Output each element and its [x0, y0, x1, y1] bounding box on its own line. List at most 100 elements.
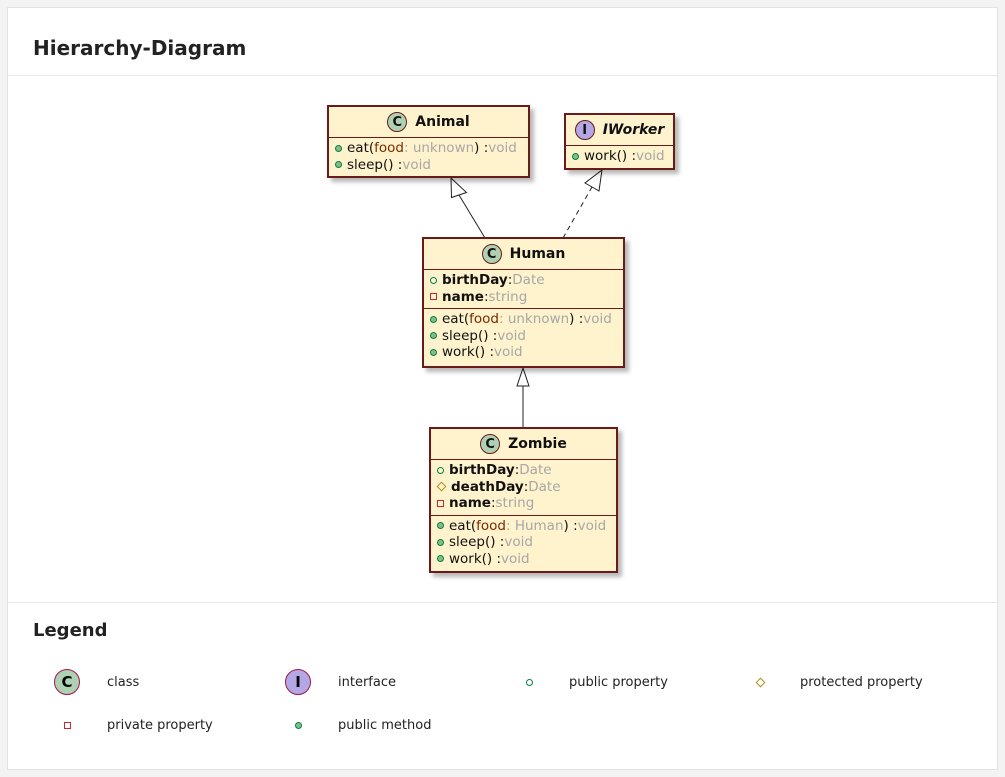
- method-row: eat(food: unknown) : void: [430, 311, 617, 328]
- legend-symbol: [745, 667, 775, 697]
- method-name: sleep() :: [442, 327, 498, 344]
- legend-symbol: I: [283, 667, 313, 697]
- method-name: sleep() :: [449, 534, 505, 551]
- property-type: string: [495, 495, 535, 512]
- param-type: : unknown: [498, 311, 570, 328]
- return-type: void: [583, 311, 612, 328]
- property-type: Date: [528, 478, 561, 495]
- legend-symbol: [283, 710, 313, 740]
- return-type: void: [402, 156, 431, 173]
- public-property-icon: [525, 678, 533, 686]
- method-close: ) :: [563, 517, 578, 534]
- class-name: Human: [509, 246, 566, 262]
- public-method-icon: [335, 144, 342, 152]
- property-type: string: [488, 288, 528, 305]
- public-property-icon: [430, 276, 437, 284]
- property-row: birthDay : Date: [430, 272, 617, 289]
- property-row: name : string: [430, 289, 617, 306]
- method-row: eat(food: unknown) : void: [335, 140, 522, 157]
- method-name: eat(: [347, 140, 375, 157]
- return-type: void: [497, 327, 526, 344]
- public-method-icon: [335, 161, 342, 169]
- legend-item-class: C class: [52, 667, 139, 697]
- protected-property-icon: [755, 677, 765, 687]
- class-badge-icon: C: [387, 112, 408, 132]
- properties-section: birthDay : Date name : string: [424, 270, 623, 308]
- method-name: work() :: [584, 148, 637, 165]
- legend-label: class: [107, 674, 140, 690]
- class-human-header: C Human: [424, 239, 623, 270]
- public-method-icon: [430, 348, 437, 356]
- method-row: sleep() : void: [437, 534, 610, 551]
- legend-item-public-property: public property: [514, 667, 668, 697]
- public-method-icon: [437, 555, 444, 563]
- property-name: birthDay: [442, 272, 508, 289]
- method-name: sleep() :: [347, 156, 403, 173]
- property-name: name: [442, 288, 484, 305]
- class-animal-header: C Animal: [329, 107, 528, 138]
- param-type: : unknown: [403, 140, 475, 157]
- private-property-icon: [63, 721, 71, 729]
- param-name: food: [374, 140, 404, 157]
- legend-symbol: [514, 667, 544, 697]
- property-separator: :: [507, 272, 513, 289]
- public-method-icon: [437, 538, 444, 546]
- interface-name: IWorker: [602, 122, 665, 138]
- methods-section: eat(food: unknown) : void sleep() : void…: [424, 308, 623, 364]
- protected-property-icon: [436, 481, 447, 492]
- legend-symbol: C: [52, 667, 82, 697]
- return-type: void: [577, 517, 607, 534]
- property-separator: :: [490, 495, 496, 512]
- return-type: void: [504, 534, 533, 551]
- property-row: deathDay : Date: [436, 478, 610, 496]
- property-separator: :: [523, 478, 529, 495]
- return-type: void: [636, 148, 665, 165]
- method-name: eat(: [442, 311, 470, 328]
- property-type: Date: [519, 462, 552, 479]
- class-human[interactable]: C Human birthDay : Date name : string ea…: [422, 237, 625, 368]
- method-close: ) :: [474, 140, 489, 157]
- property-separator: :: [514, 462, 520, 479]
- legend-label: protected property: [800, 674, 923, 690]
- class-zombie[interactable]: C Zombie birthDay : Date deathDay : Date…: [429, 427, 618, 573]
- method-row: work() : void: [430, 344, 617, 361]
- return-type: void: [501, 550, 530, 567]
- public-method-icon: [572, 152, 579, 160]
- legend-label: private property: [107, 717, 213, 733]
- class-zombie-header: C Zombie: [431, 429, 616, 460]
- private-property-icon: [430, 293, 437, 301]
- interface-iworker[interactable]: I IWorker work() : void: [564, 113, 675, 170]
- class-name: Zombie: [508, 436, 567, 452]
- methods-section: work() : void: [566, 146, 673, 168]
- public-property-icon: [437, 466, 444, 474]
- public-method-icon: [430, 315, 437, 323]
- method-name: work() :: [449, 550, 502, 567]
- private-property-icon: [437, 499, 444, 507]
- legend-symbol: [52, 710, 82, 740]
- legend-title: Legend: [33, 620, 108, 641]
- class-badge-icon: C: [481, 244, 502, 264]
- interface-icon: I: [285, 669, 311, 695]
- public-method-icon: [294, 721, 302, 729]
- property-separator: :: [483, 288, 489, 305]
- legend-divider: [8, 602, 997, 603]
- methods-section: eat(food: unknown) : void sleep() : void: [329, 138, 528, 176]
- class-icon: C: [54, 669, 80, 695]
- class-badge-icon: C: [480, 434, 501, 454]
- method-row: work() : void: [437, 551, 610, 568]
- page-title: Hierarchy-Diagram: [33, 36, 247, 60]
- method-name: eat(: [449, 517, 477, 534]
- method-row: sleep() : void: [430, 328, 617, 345]
- property-name: birthDay: [449, 462, 515, 479]
- property-type: Date: [512, 272, 545, 289]
- method-close: ) :: [569, 311, 584, 328]
- param-name: food: [469, 311, 499, 328]
- method-name: work() :: [442, 344, 495, 361]
- interface-iworker-header: I IWorker: [566, 115, 673, 146]
- property-name: deathDay: [451, 478, 524, 495]
- return-type: void: [488, 140, 517, 157]
- class-animal[interactable]: C Animal eat(food: unknown) : void sleep…: [327, 105, 530, 178]
- public-method-icon: [430, 332, 437, 340]
- param-type: : Human: [505, 517, 564, 534]
- method-row: sleep() : void: [335, 157, 522, 174]
